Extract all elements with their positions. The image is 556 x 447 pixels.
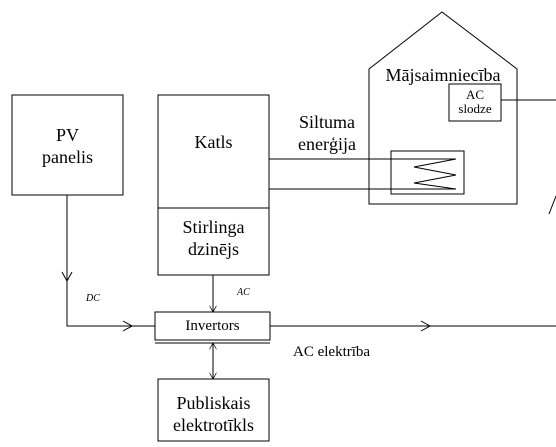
heat-label-line1: Siltuma [298, 112, 355, 132]
ac-tag: AC [237, 287, 250, 298]
stirling-label-line1: Stirlinga [182, 217, 245, 237]
stirling-label: Stirlinga dzinējs [158, 216, 269, 260]
ac-load-label: AC slodze [449, 88, 501, 116]
heat-label-line2: enerģija [298, 134, 356, 154]
household-label: Mājsaimniecība [385, 65, 501, 85]
pv-label-line1: PV [55, 125, 79, 145]
boiler-label: Katls [194, 132, 233, 152]
edge-line [548, 195, 556, 215]
ac-output-arrow [420, 320, 432, 332]
dc-right-arrow [122, 320, 134, 332]
pv-panel-label: PV panelis [12, 124, 123, 168]
stirling-label-line2: dzinējs [188, 239, 239, 259]
dc-down-arrow [61, 271, 73, 283]
ac-electricity-label: AC elektrība [293, 344, 371, 360]
grid-box [157, 378, 270, 442]
heat-energy-label: Siltuma enerģija [287, 111, 367, 155]
inverter-label: Invertors [185, 318, 240, 334]
grid-label-line2: elektrotīkls [173, 415, 254, 435]
household-outline [368, 11, 518, 205]
heat-exchanger-coil [402, 158, 457, 190]
dc-path [66, 195, 155, 327]
ac-load-box [448, 83, 502, 122]
heat-exchanger-box [390, 150, 465, 195]
dc-tag: DC [86, 293, 100, 304]
ac-load-line2: slodze [458, 101, 492, 116]
grid-label: Publiskais elektrotīkls [158, 392, 269, 436]
pv-label-line2: panelis [42, 147, 93, 167]
grid-label-line1: Publiskais [176, 393, 251, 413]
ac-load-line1: AC [465, 87, 485, 102]
